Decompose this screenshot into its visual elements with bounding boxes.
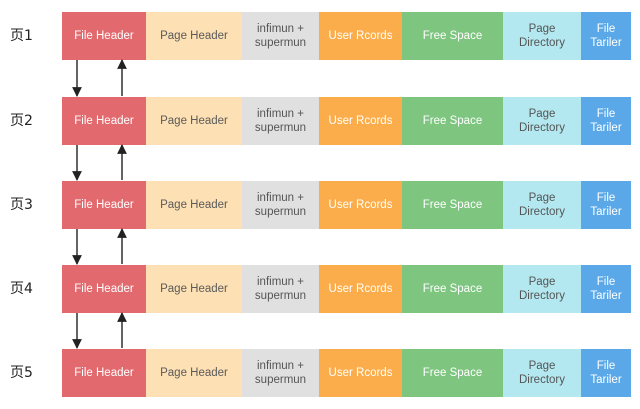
file-header-block: File Header [62, 12, 146, 60]
page-header-block: Page Header [146, 265, 242, 313]
page-label: 页4 [10, 281, 33, 297]
infimum-supremum-block: infimun + supermun [242, 181, 319, 229]
page-header-block: Page Header [146, 181, 242, 229]
user-records-block: User Rcords [319, 97, 402, 145]
page-label: 页1 [10, 28, 33, 44]
page-label: 页5 [10, 365, 33, 381]
infimum-supremum-block: infimun + supermun [242, 12, 319, 60]
file-header-block: File Header [62, 265, 146, 313]
page-row-1: 页1 File Header Page Header infimun + sup… [0, 12, 640, 60]
file-trailer-block: File Tariler [581, 12, 631, 60]
file-trailer-block: File Tariler [581, 97, 631, 145]
user-records-block: User Rcords [319, 181, 402, 229]
page-directory-block: Page Directory [503, 181, 581, 229]
page-row-3: 页3 File Header Page Header infimun + sup… [0, 181, 640, 229]
user-records-block: User Rcords [319, 12, 402, 60]
page-header-block: Page Header [146, 97, 242, 145]
free-space-block: Free Space [402, 181, 503, 229]
user-records-block: User Rcords [319, 265, 402, 313]
user-records-block: User Rcords [319, 349, 402, 397]
page-header-block: Page Header [146, 349, 242, 397]
page-row-2: 页2 File Header Page Header infimun + sup… [0, 97, 640, 145]
file-trailer-block: File Tariler [581, 265, 631, 313]
free-space-block: Free Space [402, 97, 503, 145]
page-label: 页3 [10, 197, 33, 213]
infimum-supremum-block: infimun + supermun [242, 349, 319, 397]
infimum-supremum-block: infimun + supermun [242, 265, 319, 313]
file-trailer-block: File Tariler [581, 349, 631, 397]
page-directory-block: Page Directory [503, 12, 581, 60]
file-header-block: File Header [62, 181, 146, 229]
free-space-block: Free Space [402, 265, 503, 313]
page-directory-block: Page Directory [503, 349, 581, 397]
page-directory-block: Page Directory [503, 265, 581, 313]
page-directory-block: Page Directory [503, 97, 581, 145]
infimum-supremum-block: infimun + supermun [242, 97, 319, 145]
file-trailer-block: File Tariler [581, 181, 631, 229]
page-row-4: 页4 File Header Page Header infimun + sup… [0, 265, 640, 313]
free-space-block: Free Space [402, 12, 503, 60]
page-header-block: Page Header [146, 12, 242, 60]
file-header-block: File Header [62, 349, 146, 397]
page-label: 页2 [10, 113, 33, 129]
page-row-5: 页5 File Header Page Header infimun + sup… [0, 349, 640, 397]
file-header-block: File Header [62, 97, 146, 145]
free-space-block: Free Space [402, 349, 503, 397]
